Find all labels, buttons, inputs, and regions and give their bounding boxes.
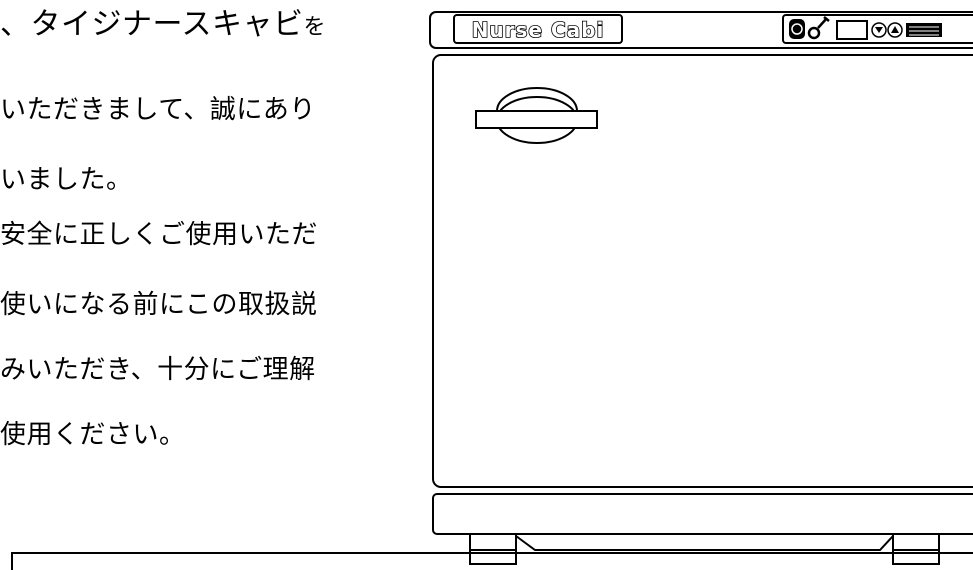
brand-label: Nurse Cabi [472, 18, 605, 42]
brand-label-box [453, 14, 623, 44]
cabinet-base [432, 493, 973, 535]
intro-line-1: 、タイジナースキャビを [0, 10, 326, 43]
intro-line-4: 安全に正しくご使用いただ [0, 220, 319, 250]
thermometer-icon [807, 16, 830, 40]
cabinet-door [432, 54, 973, 488]
panel-icons-box [782, 14, 973, 44]
intro-line-1-main: 、タイジナースキャビ [0, 7, 304, 42]
control-panel [429, 11, 973, 49]
drip-tray [515, 535, 894, 551]
intro-line-5: 使いになる前にこの取扱説 [0, 290, 318, 320]
down-arrow-icon [871, 22, 887, 38]
display-icon [836, 20, 868, 40]
intro-line-6: みいただき、十分にご理解 [0, 355, 316, 385]
intro-line-2: いただきまして、誠にあり [0, 95, 316, 125]
intro-line-7: 使用ください。 [0, 420, 186, 450]
power-icon [789, 19, 805, 39]
up-arrow-icon [887, 22, 903, 38]
indicator-lamp-icon [906, 23, 942, 37]
intro-line-3: いました。 [0, 165, 133, 195]
section-box-frame [11, 552, 973, 570]
door-handle-top-arc [496, 87, 578, 112]
intro-line-1-suffix: を [303, 15, 327, 40]
intro-text: 、タイジナースキャビを いただきまして、誠にあり いました。 安全に正しくご使用… [0, 0, 400, 470]
door-handle-bar [475, 110, 598, 129]
